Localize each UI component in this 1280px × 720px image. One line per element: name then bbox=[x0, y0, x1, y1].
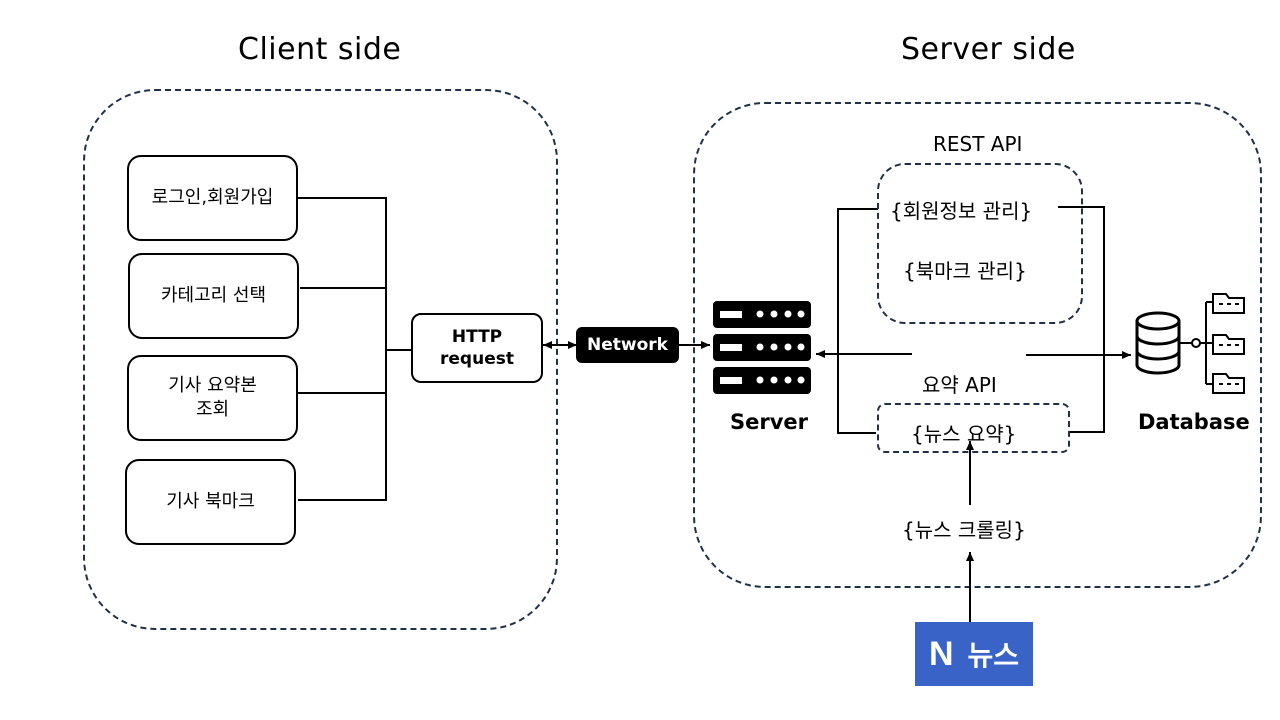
naver-logo-icon: N bbox=[928, 634, 954, 673]
client-box-summary-view: 기사 요약본 조회 bbox=[127, 355, 298, 441]
rest-item-member: {회원정보 관리} bbox=[890, 199, 1033, 223]
server-label: Server bbox=[730, 410, 809, 434]
http-request-box: HTTP request bbox=[411, 313, 543, 383]
naver-news-label: 뉴스 bbox=[967, 639, 1020, 672]
rest-item-bookmark: {북마크 관리} bbox=[903, 259, 1027, 283]
database-icon bbox=[1135, 293, 1245, 394]
client-side-region bbox=[83, 89, 558, 630]
client-side-title: Client side bbox=[238, 32, 402, 67]
client-box-login: 로그인,회원가입 bbox=[127, 155, 298, 241]
rest-api-label: REST API bbox=[933, 132, 1023, 156]
api-loop-left bbox=[837, 208, 878, 434]
crawling-label: {뉴스 크롤링} bbox=[902, 518, 1026, 542]
summary-item: {뉴스 요약} bbox=[911, 422, 1017, 446]
naver-news-badge: N 뉴스 bbox=[915, 622, 1033, 686]
summary-api-box bbox=[877, 403, 1070, 453]
client-box-bookmark: 기사 북마크 bbox=[125, 459, 296, 545]
client-bracket bbox=[298, 197, 412, 501]
client-box-category: 카테고리 선택 bbox=[128, 253, 299, 339]
server-icon bbox=[713, 301, 811, 394]
rest-api-box bbox=[877, 163, 1083, 324]
summary-api-label: 요약 API bbox=[922, 373, 997, 397]
network-label: Network bbox=[576, 327, 679, 363]
server-side-title: Server side bbox=[901, 32, 1076, 67]
database-label: Database bbox=[1138, 410, 1250, 434]
